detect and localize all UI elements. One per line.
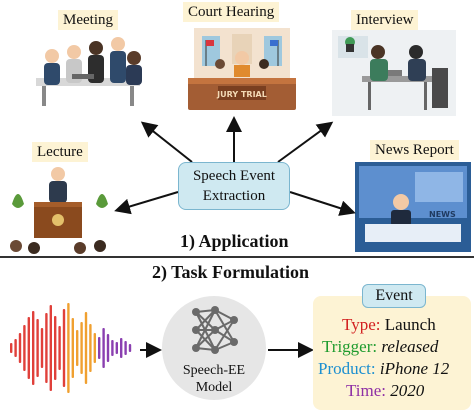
speech-event-extraction-box: Speech Event Extraction [178, 162, 290, 210]
waveform-bar [76, 330, 79, 366]
waveform-bar [80, 322, 83, 374]
meeting-illustration [36, 37, 142, 106]
waveform-bar [84, 312, 88, 384]
meeting-label: Meeting [58, 10, 118, 30]
waveform-bar [54, 316, 57, 380]
waveform-bar [124, 341, 127, 355]
waveform-bar [71, 318, 74, 378]
event-field-time: Time: 2020 [346, 380, 424, 402]
news-label: News Report [370, 140, 459, 160]
center-line2: Extraction [202, 188, 266, 204]
event-key-product: Product: [318, 359, 376, 378]
model-line1: Speech-EE [182, 363, 246, 378]
court-label: Court Hearing [183, 2, 280, 22]
waveform-bar [36, 319, 39, 377]
waveform-bar [115, 342, 118, 354]
event-key-time: Time: [346, 381, 387, 400]
event-field-product: Product: iPhone 12 [318, 358, 449, 380]
event-output-box [313, 296, 471, 410]
event-field-type: Type: Launch [342, 314, 436, 336]
waveform-bar [89, 324, 92, 372]
waveform-bar [128, 344, 132, 352]
waveform-bar [10, 343, 13, 353]
waveform-bar [45, 313, 48, 383]
waveform-bar [120, 338, 123, 358]
event-key-type: Type: [342, 315, 381, 334]
event-value-trigger: released [381, 337, 439, 356]
waveform-bar [23, 325, 26, 371]
neural-network-icon [192, 306, 238, 354]
event-field-trigger: Trigger: released [322, 336, 438, 358]
section-task-title: 2) Task Formulation [152, 262, 310, 282]
waveform-bar [102, 328, 105, 368]
waveform-bar [14, 339, 17, 357]
news-screen-text: NEWS [429, 210, 456, 219]
audio-waveform-icon [10, 303, 132, 393]
event-value-type: Launch [384, 315, 436, 334]
jury-sign-text: JURY TRIAL [216, 90, 267, 99]
event-key-trigger: Trigger: [322, 337, 378, 356]
section-application-title: 1) Application [180, 231, 289, 251]
waveform-bar [32, 311, 35, 385]
waveform-bar [106, 334, 110, 362]
model-label: Speech-EE Model [162, 362, 266, 396]
waveform-bar [27, 317, 30, 379]
event-title: Event [362, 284, 426, 308]
section-divider [0, 256, 474, 258]
waveform-bar [18, 333, 22, 363]
waveform-bar [62, 309, 66, 387]
interview-illustration [332, 30, 456, 116]
waveform-bar [93, 333, 96, 363]
waveform-bar [49, 305, 52, 391]
court-illustration: JURY TRIAL [188, 28, 296, 110]
waveform-bar [58, 326, 61, 370]
interview-label: Interview [351, 10, 419, 30]
event-value-time: 2020 [390, 381, 425, 400]
waveform-bar [40, 328, 44, 368]
waveform-bar [67, 303, 70, 393]
waveform-bar [111, 340, 114, 356]
model-line2: Model [195, 380, 233, 395]
center-line1: Speech Event [192, 168, 276, 184]
lecture-label: Lecture [32, 142, 88, 162]
lecture-illustration [10, 167, 108, 254]
news-illustration: NEWS [355, 162, 471, 252]
waveform-bar [98, 337, 101, 359]
event-value-product: iPhone 12 [379, 359, 450, 378]
